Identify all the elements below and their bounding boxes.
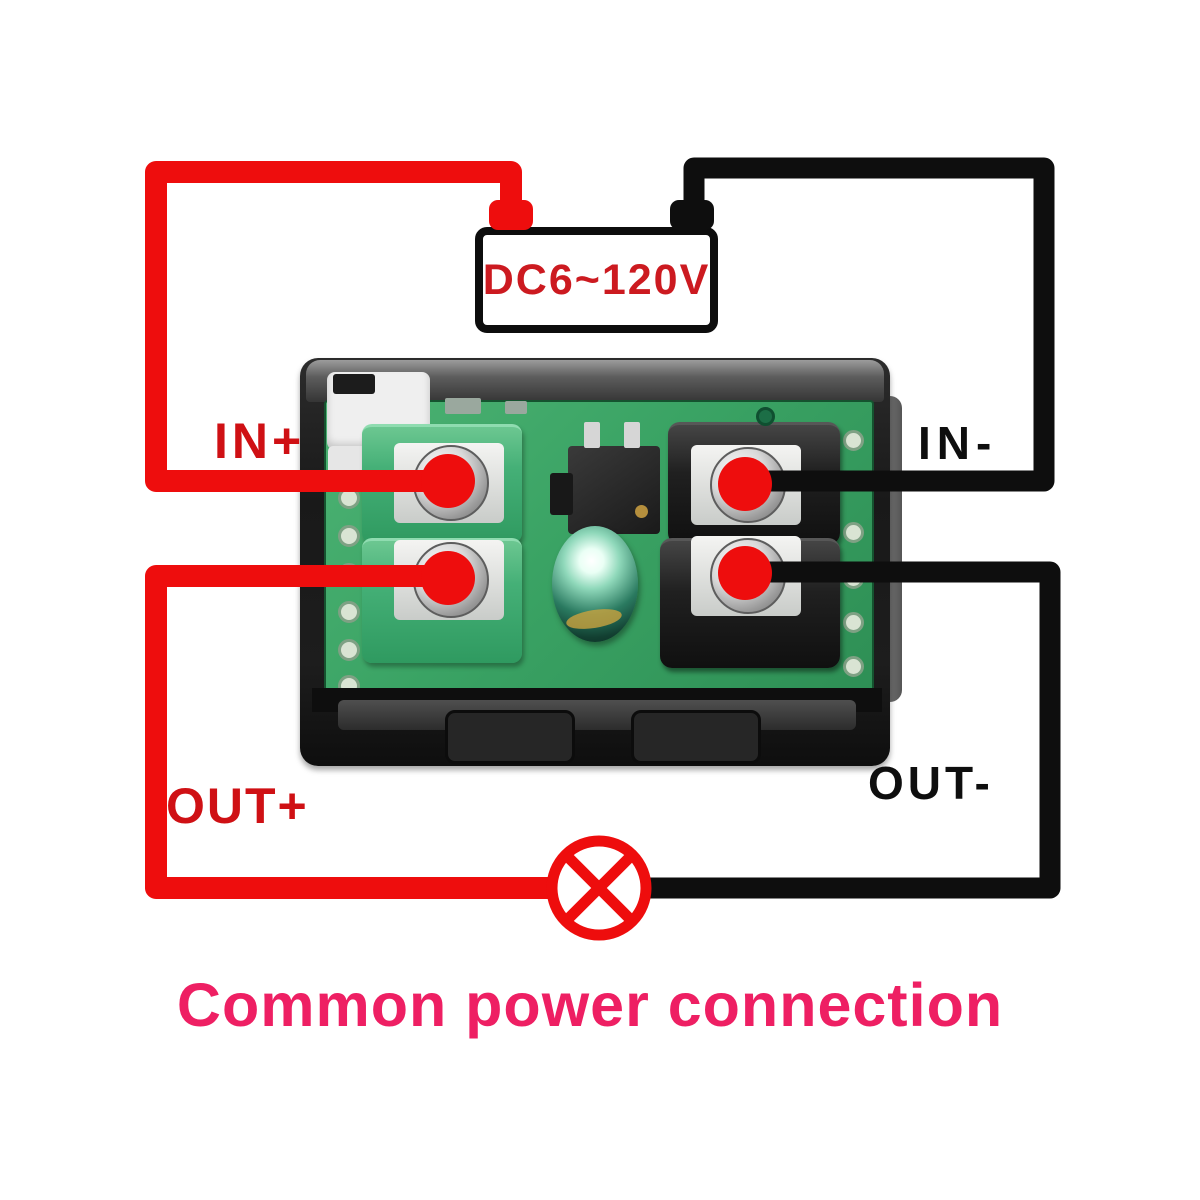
out-plus-wire bbox=[145, 565, 554, 899]
mounting-tab bbox=[631, 710, 761, 764]
case-bottom-ledge bbox=[338, 700, 856, 730]
in-plus-wire bbox=[145, 161, 522, 492]
ic-chip bbox=[568, 422, 660, 534]
connection-dot-in-plus bbox=[421, 454, 475, 508]
out-plus-label: OUT+ bbox=[166, 778, 309, 834]
ic-pin bbox=[584, 422, 600, 448]
ic-marking-dot bbox=[635, 505, 648, 518]
power-source-label: DC6~120V bbox=[482, 255, 711, 304]
solder-pad bbox=[843, 522, 864, 543]
source-negative-cap bbox=[670, 200, 714, 230]
connection-dot-out-minus bbox=[718, 546, 772, 600]
lamp-cross-stroke bbox=[562, 851, 636, 925]
smd-component bbox=[505, 401, 527, 414]
smd-component bbox=[550, 473, 573, 515]
out-minus-label: OUT- bbox=[868, 757, 994, 809]
solder-pad bbox=[843, 430, 864, 451]
pcb-hole bbox=[756, 407, 775, 426]
in-minus-label: IN- bbox=[918, 417, 998, 469]
diagram-caption: Common power connection bbox=[176, 971, 1004, 1039]
electrolytic-capacitor bbox=[552, 526, 638, 642]
in-minus-wire bbox=[683, 157, 1055, 492]
solder-pad bbox=[338, 601, 360, 623]
solder-pad bbox=[338, 639, 360, 661]
connection-dot-out-plus bbox=[421, 551, 475, 605]
solder-pad bbox=[843, 612, 864, 633]
in-plus-label: IN+ bbox=[214, 413, 306, 469]
jst-connector-notch bbox=[333, 374, 375, 394]
ic-pin bbox=[624, 422, 640, 448]
out-minus-wire bbox=[645, 561, 1061, 899]
solder-pad bbox=[843, 656, 864, 677]
smd-component bbox=[445, 398, 481, 414]
lamp-load-icon bbox=[546, 835, 652, 941]
connection-dot-in-minus bbox=[718, 457, 772, 511]
power-source-box: DC6~120V bbox=[475, 227, 718, 333]
mounting-tab bbox=[445, 710, 575, 764]
source-positive-cap bbox=[489, 200, 533, 230]
solder-pad bbox=[338, 525, 360, 547]
